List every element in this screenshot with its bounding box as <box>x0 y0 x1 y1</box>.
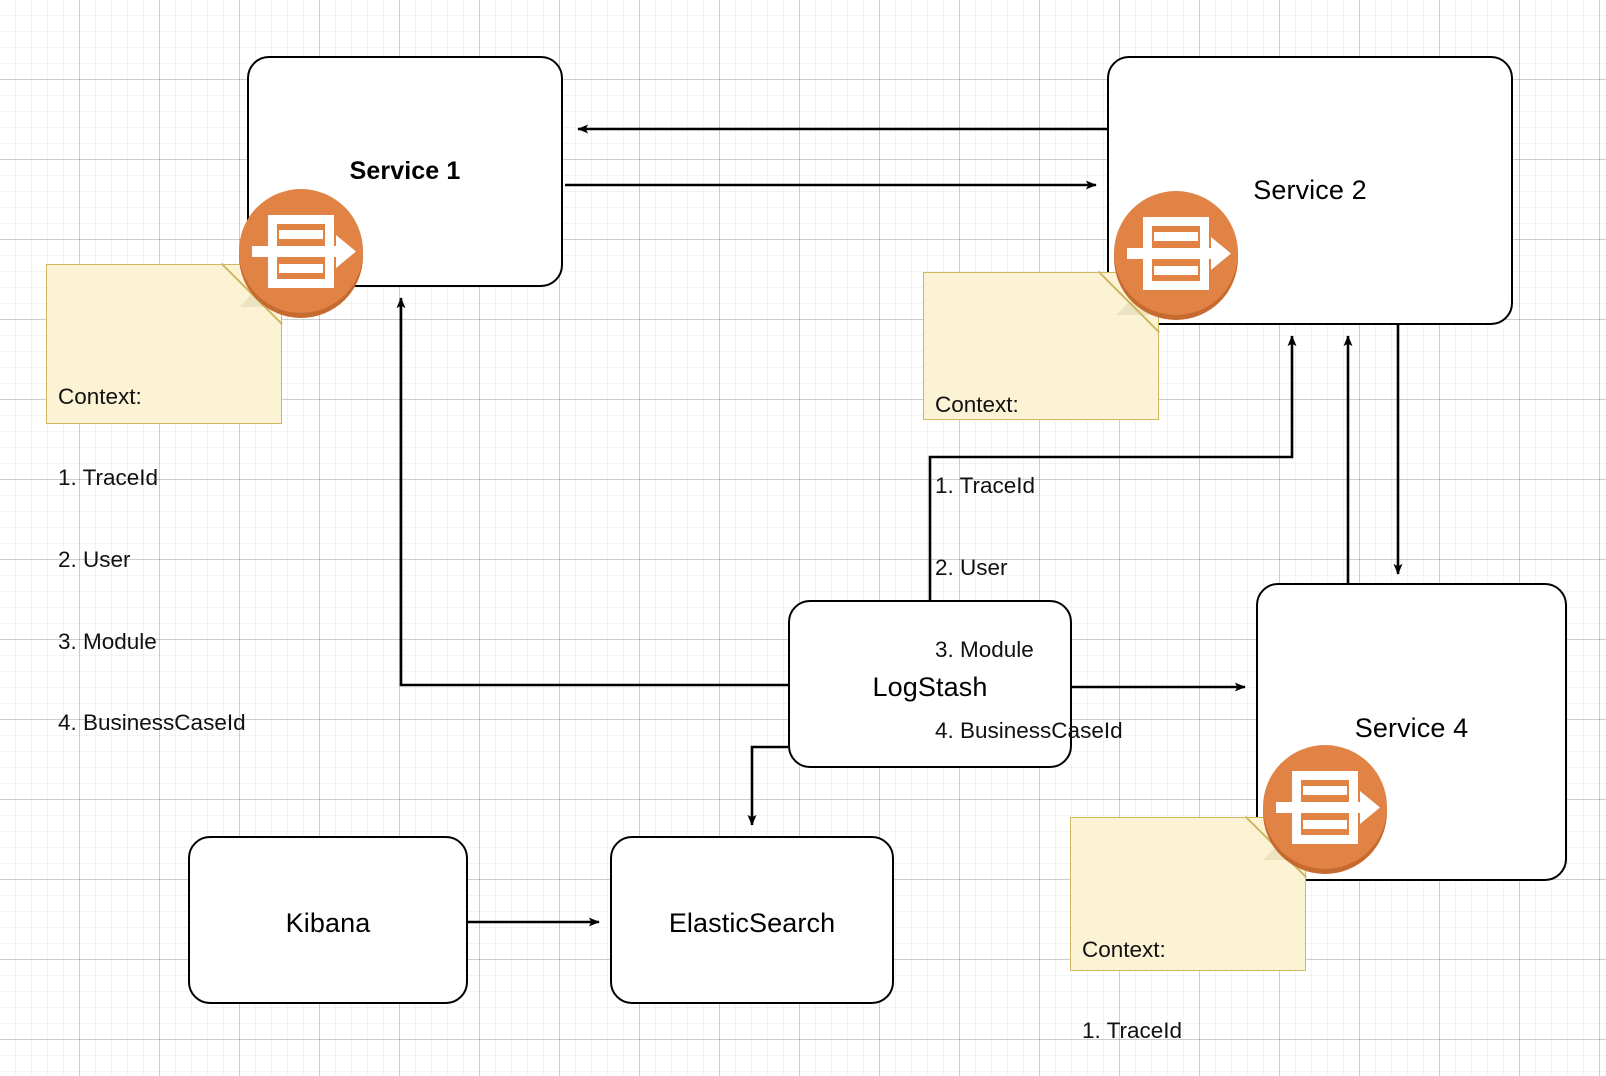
note-line: 1. TraceId <box>935 473 1036 499</box>
note-line: 4. BusinessCaseId <box>58 710 246 736</box>
note-line: Context: <box>58 383 142 409</box>
note-line: 3. Module <box>935 636 1034 662</box>
node-service1-label: Service 1 <box>349 157 461 185</box>
node-elasticsearch-label: ElasticSearch <box>668 908 836 938</box>
node-service4-label: Service 4 <box>1354 713 1469 743</box>
logstash-icon <box>1263 745 1387 874</box>
note-line: 3. Module <box>58 628 157 654</box>
logstash-icon <box>1114 191 1238 320</box>
note-line: 1. TraceId <box>1082 1018 1183 1044</box>
note-line: 2. User <box>935 555 1008 581</box>
note-line: 1. TraceId <box>58 465 159 491</box>
node-logstash-label: LogStash <box>872 672 988 702</box>
note-line: Context: <box>1082 936 1166 962</box>
node-kibana-label: Kibana <box>285 908 371 938</box>
edge-logstash-to-service1 <box>396 297 788 687</box>
note-line: 4. BusinessCaseId <box>935 718 1123 744</box>
node-service2[interactable]: Service 2 <box>1107 56 1513 325</box>
edge-logstash-to-elasticsearch <box>747 745 788 826</box>
node-kibana[interactable]: Kibana <box>188 836 468 1004</box>
note-service1: Context: 1. TraceId 2. User 3. Module 4.… <box>46 263 283 735</box>
note-service4: Context: 1. TraceId 2. User 3. Module 4.… <box>1070 816 1307 1043</box>
logstash-icon <box>239 189 363 318</box>
note-line: 2. User <box>58 547 131 573</box>
node-service2-label: Service 2 <box>1253 175 1367 205</box>
node-service4[interactable]: Service 4 <box>1256 583 1567 881</box>
node-logstash[interactable]: LogStash <box>788 600 1072 768</box>
note-line: Context: <box>935 391 1019 417</box>
node-elasticsearch[interactable]: ElasticSearch <box>610 836 894 1004</box>
